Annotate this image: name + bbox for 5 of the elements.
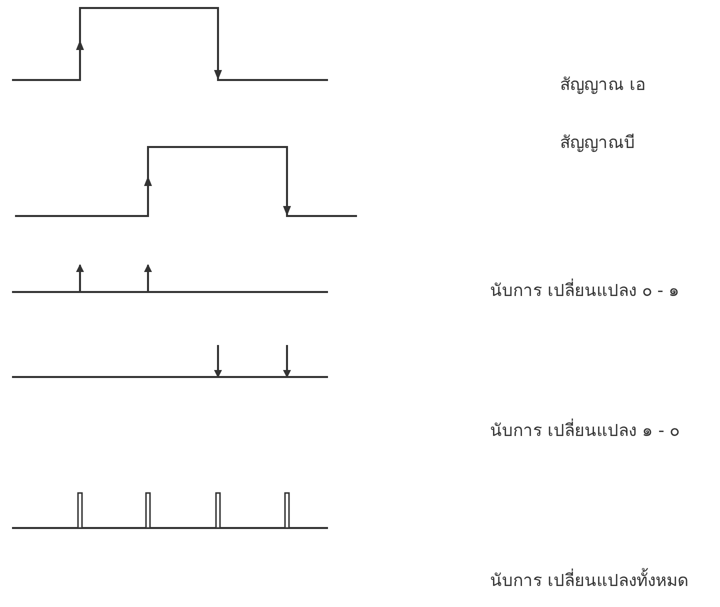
signal-label: สัญญาณบี [560, 132, 635, 155]
signal-label: สัญญาณ เอ [560, 74, 646, 97]
signal-label: นับการ เปลี่ยนแปลง ๑ - ๐ [490, 416, 680, 443]
signal-label: นับการ เปลี่ยนแปลง ๐ - ๑ [490, 276, 680, 303]
signal-label: นับการ เปลี่ยนแปลงทั้งหมด [490, 566, 688, 593]
